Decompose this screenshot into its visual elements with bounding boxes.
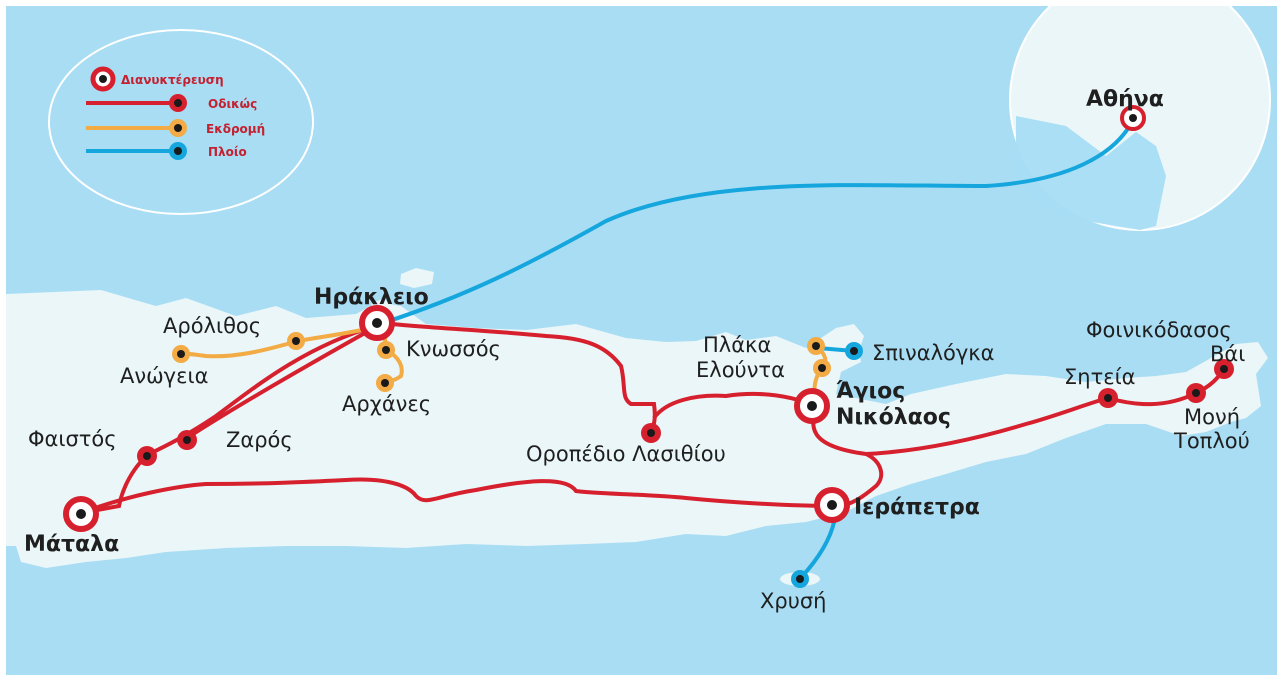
legend-overnight-dot <box>99 75 107 83</box>
label-knossos: Κνωσσός <box>406 337 501 361</box>
dia-island <box>400 268 434 288</box>
label-chrysi: Χρυσή <box>760 589 827 613</box>
road-lasithi-agios-nikolaos <box>652 391 817 420</box>
legend-panel <box>48 29 314 215</box>
overnight-athina-dot <box>1129 114 1137 122</box>
stop-vai-dot <box>1220 365 1228 373</box>
overnight-agios-nikolaos-dot <box>807 401 817 411</box>
legend-excursion-label: Εκδρομή <box>206 122 265 136</box>
road-south <box>80 477 837 515</box>
overnight-matala-dot <box>76 509 86 519</box>
stop-lasithi-dot <box>647 429 655 437</box>
stop-archanes-dot <box>381 379 389 387</box>
attica-coastline <box>1016 116 1166 230</box>
legend-overnight-label: Διανυκτέρευση <box>121 73 224 87</box>
legend-road-dot <box>174 99 182 107</box>
stop-plaka-dot <box>812 342 820 350</box>
road-irakleio-faistos <box>146 324 377 457</box>
excursion-stops <box>172 332 831 392</box>
label-faistos: Φαιστός <box>28 427 117 451</box>
label-arolithos: Αρόλιθος <box>163 314 261 338</box>
stop-arolithos-dot <box>292 337 300 345</box>
stop-knossos-dot <box>382 346 390 354</box>
label-toplou-1: Μονή <box>1184 405 1240 429</box>
label-anogeia: Ανώγεια <box>120 364 208 388</box>
place-labels: Αθήνα Ηράκλειο Αρόλιθος Ανώγεια Κνωσσός … <box>24 87 1250 613</box>
legend: Διανυκτέρευση Οδικώς Εκδρομή Πλοίο <box>86 66 265 160</box>
stop-elounta-dot <box>818 364 826 372</box>
stop-zaros-dot <box>183 436 191 444</box>
label-athina: Αθήνα <box>1086 87 1164 112</box>
stop-siteia-dot <box>1104 394 1112 402</box>
label-plaka: Πλάκα <box>703 333 771 357</box>
road-routes <box>80 321 1226 515</box>
excursion-irakleio-anogeia <box>180 324 382 359</box>
label-spinalogka: Σπιναλόγκα <box>872 341 995 365</box>
road-irakleio-lasithi <box>382 321 657 434</box>
label-vai-1: Φοινικόδασος <box>1086 318 1232 342</box>
road-stops <box>137 359 1234 466</box>
label-matala: Μάταλα <box>24 532 119 557</box>
road-ierapetra-siteia <box>865 396 1109 456</box>
overnight-stops <box>63 105 1146 532</box>
legend-ferry-label: Πλοίο <box>208 145 247 159</box>
crete-route-map: Διανυκτέρευση Οδικώς Εκδρομή Πλοίο <box>6 6 1277 675</box>
label-elounta: Ελούντα <box>696 358 785 382</box>
label-agios-nikolaos-1: Άγιος <box>836 379 905 404</box>
stop-spinalogka-dot <box>850 347 858 355</box>
stop-anogeia-dot <box>177 350 185 358</box>
label-agios-nikolaos-2: Νικόλαος <box>836 405 951 430</box>
road-irakleio-zaros <box>185 322 382 440</box>
road-agios-nikolaos-ierapetra <box>811 405 884 508</box>
legend-road-label: Οδικώς <box>208 97 257 111</box>
label-vai-2: Βάι <box>1210 342 1245 366</box>
label-irakleio: Ηράκλειο <box>314 285 429 310</box>
ferry-route-athina-irakleio <box>382 117 1136 325</box>
legend-excursion-dot <box>174 124 182 132</box>
overnight-irakleio-dot <box>372 318 382 328</box>
label-ierapetra: Ιεράπετρα <box>854 495 980 520</box>
stop-chrysi-dot <box>796 575 804 583</box>
label-toplou-2: Τοπλού <box>1173 429 1250 453</box>
overnight-ierapetra-dot <box>827 500 837 510</box>
label-archanes: Αρχάνες <box>342 392 431 416</box>
stop-faistos-dot <box>143 452 151 460</box>
label-oropedio: Οροπέδιο Λασιθίου <box>526 442 726 466</box>
stop-toplou-dot <box>1192 389 1200 397</box>
ferry-stops <box>791 342 863 588</box>
label-siteia: Σητεία <box>1064 365 1136 389</box>
legend-ferry-dot <box>174 147 182 155</box>
label-zaros: Ζαρός <box>226 428 293 452</box>
